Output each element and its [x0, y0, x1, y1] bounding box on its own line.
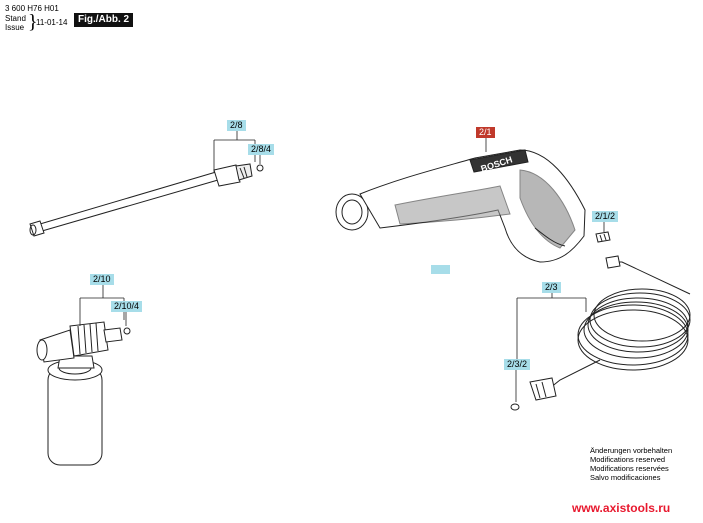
part-number: 3 600 H76 H01 — [5, 4, 59, 13]
notice-line: Änderungen vorbehalten — [590, 446, 673, 455]
leader-lines — [79, 131, 605, 402]
callout-2-8-4: 2/8/4 — [248, 144, 275, 155]
callout-2-3: 2/3 — [542, 282, 561, 293]
callout-2-8: 2/8 — [227, 120, 246, 131]
foam-bottle-drawing — [36, 321, 131, 466]
callout-2-10: 2/10 — [90, 274, 114, 285]
hose-drawing — [510, 255, 691, 411]
notice-line: Salvo modificaciones — [590, 473, 661, 482]
callout-2-1: 2/1 — [476, 127, 495, 138]
stand-label: Stand Issue — [5, 14, 26, 32]
blank-callout — [431, 265, 450, 274]
notice-line: Modifications reserved — [590, 455, 666, 464]
website-link[interactable]: www.axistools.ru — [572, 501, 671, 515]
issue-label-text: Issue — [5, 23, 25, 32]
notice-line: Modifications reservées — [590, 464, 669, 473]
lance-drawing — [29, 163, 264, 237]
header-brace: } — [28, 11, 38, 33]
callout-2-3-2: 2/3/2 — [504, 359, 531, 370]
issue-date: 11-01-14 — [36, 18, 68, 27]
spray-gun-drawing — [335, 149, 586, 263]
callout-2-10-4: 2/10/4 — [111, 301, 143, 312]
callout-2-1-2: 2/1/2 — [592, 211, 619, 222]
modifications-notice: Änderungen vorbehalten Modifications res… — [590, 446, 672, 482]
figure-badge: Fig./Abb. 2 — [74, 13, 134, 27]
stand-label-text: Stand — [5, 14, 26, 23]
small-part-drawing — [595, 231, 611, 243]
